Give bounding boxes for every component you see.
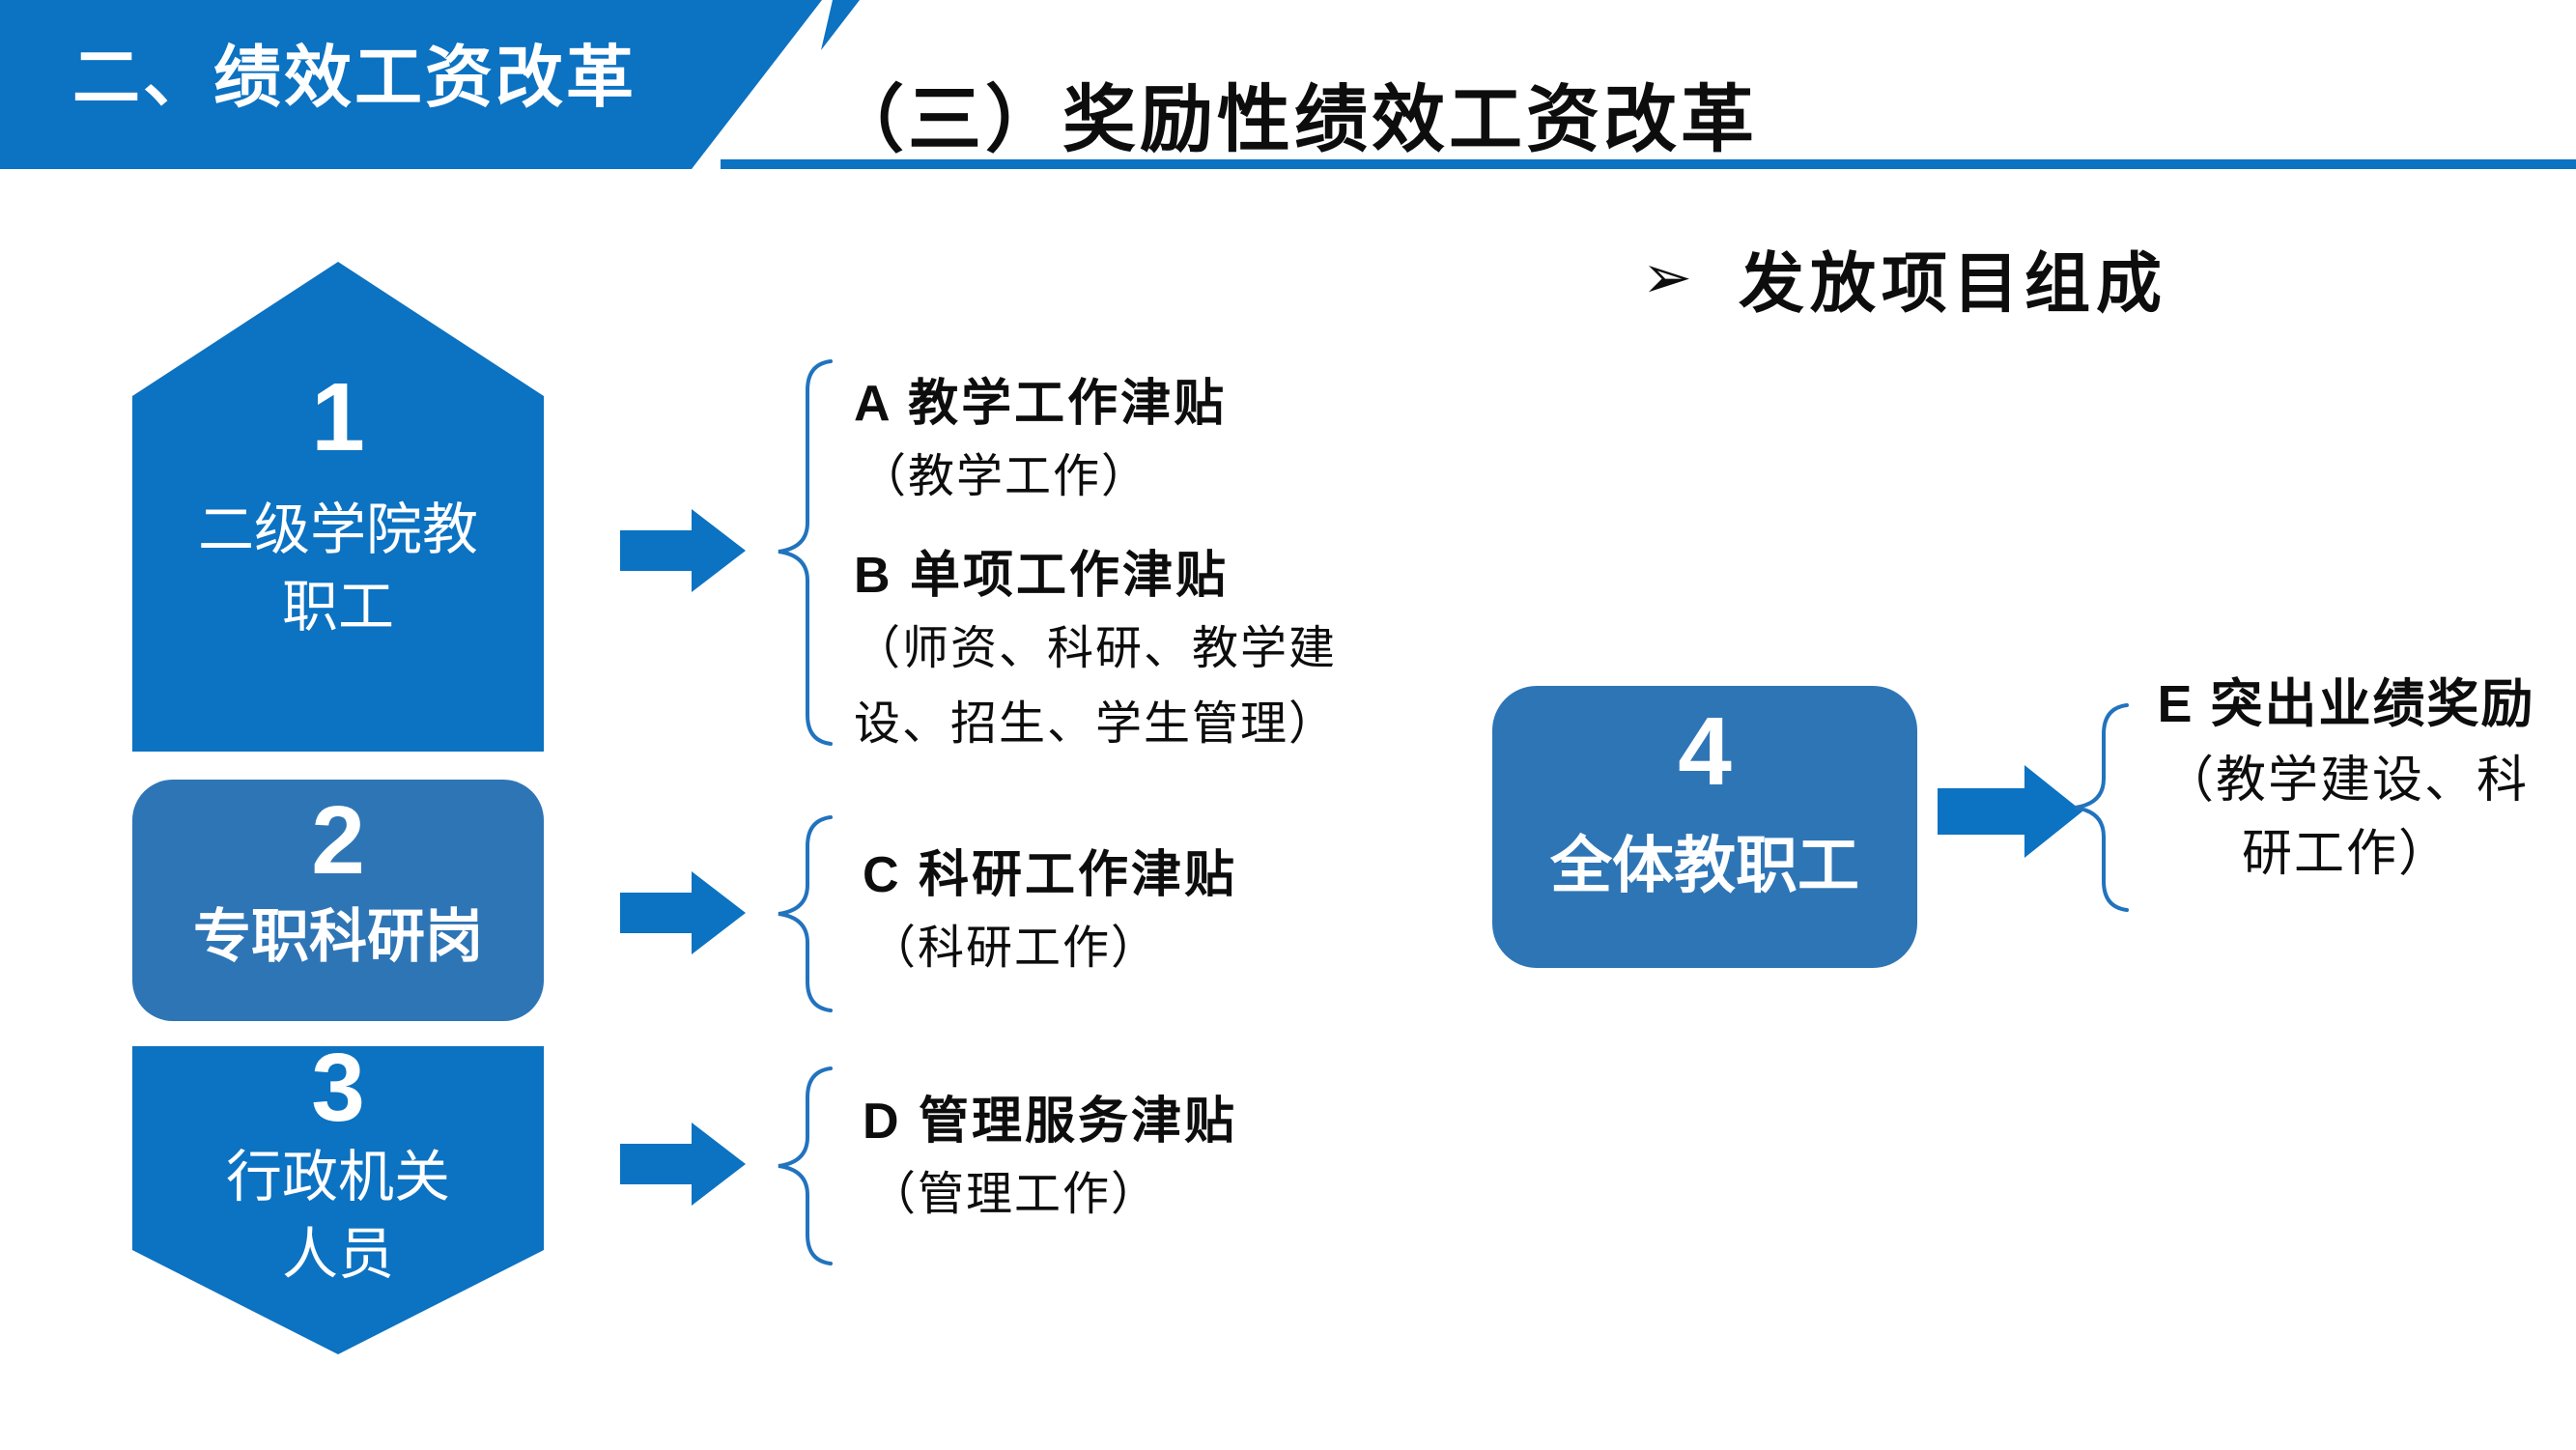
brace-items-ab bbox=[778, 359, 833, 746]
banner-title: 二、绩效工资改革 bbox=[72, 40, 637, 115]
item-b-title: B 单项工作津贴 bbox=[854, 548, 1230, 604]
arrow-right-icon-4 bbox=[1938, 765, 2082, 858]
item-e-title: E 突出业绩奖励 bbox=[2157, 675, 2535, 733]
group-3-shape bbox=[132, 1046, 544, 1354]
item-a-title: A 教学工作津贴 bbox=[854, 376, 1228, 432]
header-underline bbox=[721, 159, 2576, 169]
item-b-detail-line-1: （师资、科研、教学建 bbox=[854, 623, 1338, 674]
item-d-detail: （管理工作） bbox=[869, 1169, 1160, 1220]
group-3-label-line-2: 人员 bbox=[281, 1223, 394, 1286]
item-e-detail-line-2: 研工作） bbox=[2241, 826, 2450, 882]
group-2-shape bbox=[132, 780, 544, 1021]
brace-item-c bbox=[778, 815, 833, 1012]
group-1-label-line-2: 职工 bbox=[281, 576, 394, 639]
item-e-detail-line-1: （教学建设、科 bbox=[2163, 753, 2529, 809]
section-heading: ➢ 发放项目组成 bbox=[1642, 230, 2167, 326]
group-2-number: 2 bbox=[311, 786, 365, 895]
group-4-label-line-1: 全体教职工 bbox=[1550, 831, 1859, 900]
item-b-detail-line-2: 设、招生、学生管理） bbox=[854, 698, 1338, 750]
arrowhead-bullet-icon: ➢ bbox=[1642, 243, 1692, 311]
item-a-detail: （教学工作） bbox=[860, 451, 1150, 502]
brace-item-e bbox=[2074, 703, 2129, 912]
group-2-label-line-1: 专职科研岗 bbox=[193, 904, 483, 969]
item-c-detail: （科研工作） bbox=[869, 923, 1160, 974]
page-title: （三）奖励性绩效工资改革 bbox=[831, 79, 1758, 161]
group-4-number: 4 bbox=[1678, 697, 1732, 806]
arrow-right-icon-2 bbox=[620, 871, 746, 954]
section-heading-text: 发放项目组成 bbox=[1738, 247, 2167, 321]
item-d-title: D 管理服务津贴 bbox=[863, 1094, 1238, 1150]
group-4-shape bbox=[1492, 686, 1917, 968]
banner-ribbon bbox=[0, 0, 822, 169]
group-1-label-line-1: 二级学院教 bbox=[197, 498, 478, 561]
arrow-right-icon-3 bbox=[620, 1123, 746, 1206]
group-1-shape bbox=[132, 262, 544, 752]
banner-ribbon-sliver bbox=[821, 0, 860, 50]
brace-item-d bbox=[778, 1066, 833, 1265]
item-c-title: C 科研工作津贴 bbox=[863, 847, 1238, 903]
arrow-right-icon-1 bbox=[620, 509, 746, 592]
group-3-label-line-1: 行政机关 bbox=[225, 1146, 450, 1208]
group-3-number: 3 bbox=[311, 1034, 365, 1142]
group-1-number: 1 bbox=[311, 363, 365, 471]
